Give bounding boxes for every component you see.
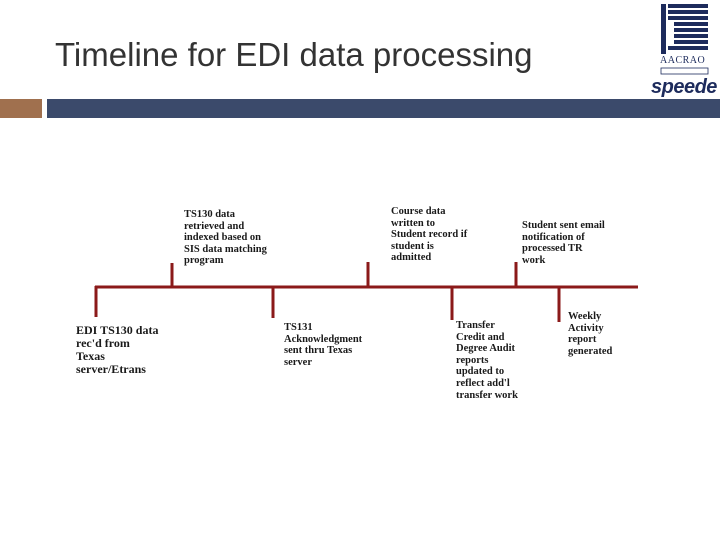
title-accent-bar [0, 99, 42, 118]
event-label: Weekly Activity report generated [568, 311, 613, 357]
title-divider-bar [47, 99, 720, 118]
event-label: TS131 Acknowledgment sent thru Texas ser… [284, 322, 363, 368]
slide-title: Timeline for EDI data processing [55, 36, 533, 73]
event-label: TS130 data retrieved and indexed based o… [184, 209, 267, 267]
event-label: Student sent email notification of proce… [522, 220, 605, 266]
logo-org-text: AACRAO [660, 55, 706, 66]
event-label: Course data written to Student record if… [391, 206, 468, 264]
logo-product-text: speede [651, 76, 717, 98]
event-label: Transfer Credit and Degree Audit reports… [456, 320, 518, 401]
event-label: EDI TS130 data rec'd from Texas server/E… [76, 323, 159, 376]
aacrao-speede-logo-icon [660, 4, 709, 75]
